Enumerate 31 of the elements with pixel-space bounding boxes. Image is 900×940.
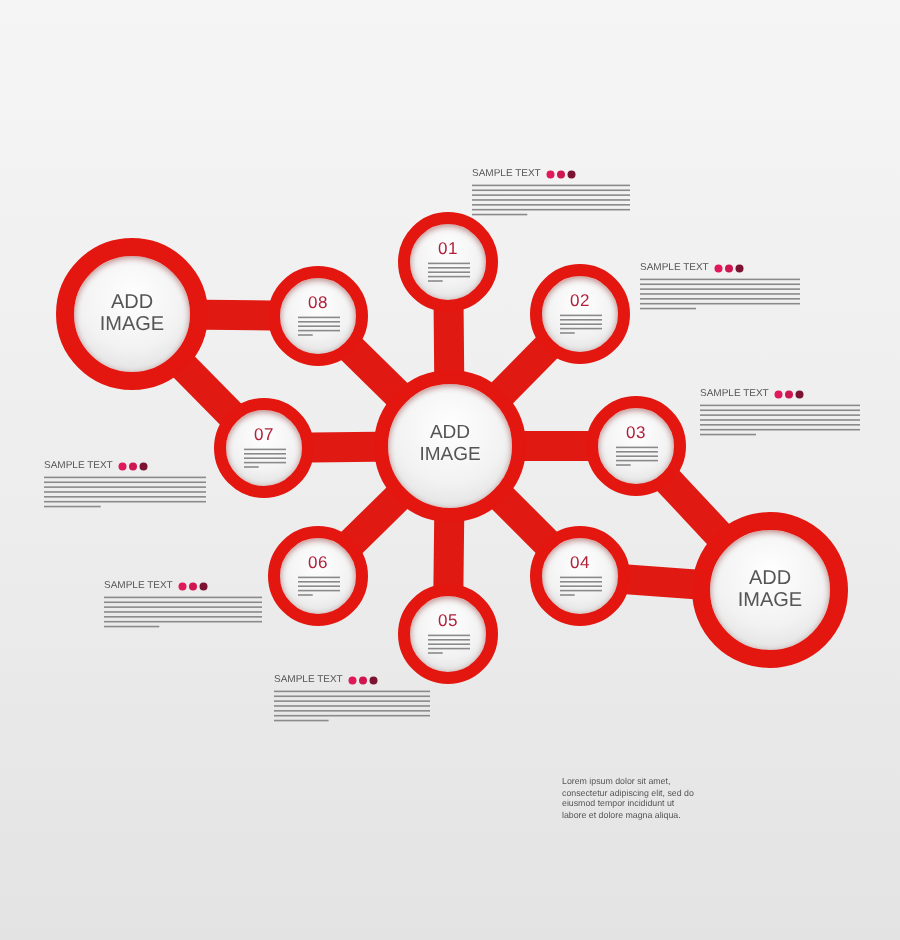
step-number: 03 bbox=[625, 423, 647, 441]
image-placeholder-label: ADD IMAGE bbox=[97, 291, 167, 337]
step-number: 05 bbox=[437, 611, 459, 629]
step-circle bbox=[268, 266, 368, 366]
step-circle bbox=[530, 526, 630, 626]
connector-band bbox=[523, 431, 589, 461]
connector-band bbox=[310, 431, 378, 463]
connector-band bbox=[204, 299, 272, 331]
step-circle bbox=[586, 396, 686, 496]
image-placeholder-label: ADD IMAGE bbox=[417, 424, 483, 468]
step-circle bbox=[530, 264, 630, 364]
connector-band bbox=[340, 338, 409, 406]
connector-band bbox=[491, 487, 558, 554]
connector-band bbox=[625, 564, 697, 600]
step-number: 06 bbox=[307, 553, 329, 571]
step-circle bbox=[398, 584, 498, 684]
step-number: 04 bbox=[569, 553, 591, 571]
connector-band bbox=[172, 355, 242, 426]
step-number: 08 bbox=[307, 293, 329, 311]
step-number: 01 bbox=[437, 239, 459, 257]
step-circle bbox=[268, 526, 368, 626]
connector-band bbox=[340, 486, 409, 554]
connector-band bbox=[433, 518, 465, 588]
step-number: 02 bbox=[569, 291, 591, 309]
step-number: 07 bbox=[253, 425, 275, 443]
step-circle bbox=[398, 212, 498, 312]
connector-band bbox=[657, 470, 730, 546]
connector-band bbox=[490, 336, 558, 405]
step-circle bbox=[214, 398, 314, 498]
connector-band bbox=[433, 308, 465, 374]
image-placeholder-label: ADD IMAGE bbox=[735, 567, 805, 613]
